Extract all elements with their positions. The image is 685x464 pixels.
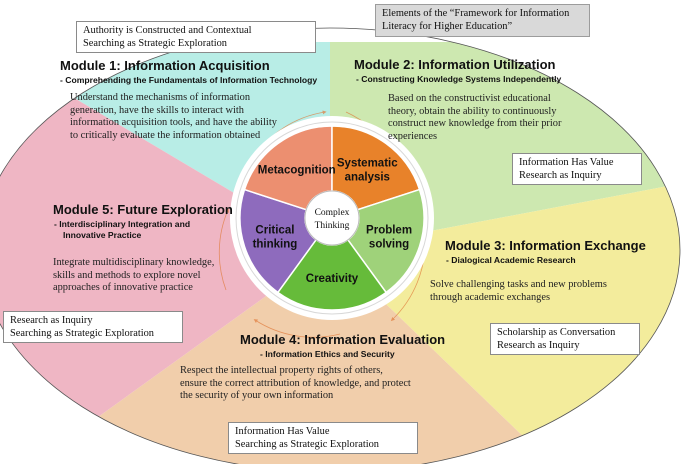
module-1-body-line-4: to critically evaluate the information o… <box>70 129 261 141</box>
module-5-subtitle: - Interdisciplinary Integration and Inno… <box>54 219 190 241</box>
module-5-body-line-1: Integrate multidisciplinary knowledge, <box>53 257 215 268</box>
framework-title-box: Elements of the “Framework for Informati… <box>375 4 590 37</box>
module-5-subtitle-line-2: Innovative Practice <box>63 230 142 240</box>
module-1-body-line-3: information acquisition tools, and have … <box>70 117 277 129</box>
framework-title-line-2: Literacy for Higher Education” <box>382 20 513 32</box>
wheel-center-circle <box>304 190 360 246</box>
module-1-subtitle: - Comprehending the Fundamentals of Info… <box>60 75 318 85</box>
frame-box-m2-line-2: Research as Inquiry <box>519 170 602 181</box>
module-1-body: Understand the mechanisms of information… <box>70 92 320 142</box>
frame-box-m1-line-1: Authority is Constructed and Contextual <box>83 25 252 36</box>
module-3-body-line-1: Solve challenging tasks and new problems <box>430 279 607 290</box>
framework-title-line-1: Elements of the “Framework for Informati… <box>382 8 570 19</box>
module-1-title: Module 1: Information Acquisition <box>60 58 270 73</box>
frame-box-m3-line-1: Scholarship as Conversation <box>497 327 616 338</box>
wheel-label-metacognition-line-1: Metacognition <box>258 164 336 176</box>
wheel-segments <box>239 125 425 311</box>
frame-box-module-1: Authority is Constructed and Contextual … <box>76 21 316 53</box>
module-2-subtitle: - Constructing Knowledge Systems Indepen… <box>356 74 562 84</box>
module-5-subtitle-line-1: - Interdisciplinary Integration and <box>54 219 191 229</box>
wheel-label-creativity-line-1: Creativity <box>306 273 359 285</box>
wheel-label-problem-solving-line-2: solving <box>369 239 409 251</box>
module-2-body-line-3: construct new knowledge from their prior <box>388 118 562 130</box>
wheel-label-problem-solving-line-1: Problem <box>366 225 412 237</box>
module-4-sector <box>80 250 560 464</box>
module-4-body-line-2: ensure the correct attribution of knowle… <box>180 377 411 389</box>
frame-box-m3-line-2: Research as Inquiry <box>497 340 580 351</box>
wheel-label-critical-thinking-line-1: Critical <box>255 225 294 237</box>
module-5-body-line-2: skills and methods to explore novel <box>53 269 201 281</box>
module-5-body: Integrate multidisciplinary knowledge, s… <box>53 257 253 295</box>
center-label-line-1: Complex <box>315 208 350 218</box>
module-2-body: Based on the constructivist educational … <box>388 93 648 143</box>
module-4-body-line-1: Respect the intellectual property rights… <box>180 365 383 376</box>
frame-box-module-2: Information Has Value Research as Inquir… <box>512 153 642 185</box>
frame-box-module-4: Information Has Value Searching as Strat… <box>228 422 418 454</box>
wheel-inner-ring <box>235 121 429 315</box>
frame-box-m5-line-2: Searching as Strategic Exploration <box>10 328 154 339</box>
frame-box-module-3: Scholarship as Conversation Research as … <box>490 323 640 355</box>
outer-oval <box>0 27 681 464</box>
module-1-body-line-1: Understand the mechanisms of information <box>70 92 251 103</box>
module-5-title: Module 5: Future Exploration <box>53 202 233 217</box>
wheel-label-systematic-analysis-line-1: Systematic <box>337 157 398 169</box>
module-4-body: Respect the intellectual property rights… <box>180 365 510 403</box>
frame-box-m1-line-2: Searching as Strategic Exploration <box>83 38 227 49</box>
center-label-line-2: Thinking <box>315 221 350 231</box>
module-4-subtitle: - Information Ethics and Security <box>260 349 395 359</box>
module-3-title: Module 3: Information Exchange <box>445 238 646 253</box>
module-2-body-line-2: theory, obtain the ability to continuous… <box>388 105 557 117</box>
module-2-title: Module 2: Information Utilization <box>354 57 556 72</box>
module-2-body-line-4: experiences <box>388 130 438 142</box>
wheel-label-critical-thinking-line-2: thinking <box>253 239 298 251</box>
module-4-title: Module 4: Information Evaluation <box>240 332 446 347</box>
module-2-body-line-1: Based on the constructivist educational <box>388 93 551 104</box>
wheel-label-systematic-analysis-line-2: analysis <box>345 171 390 183</box>
module-4-body-line-3: the security of your own information <box>180 390 334 402</box>
module-3-body: Solve challenging tasks and new problems… <box>430 279 670 304</box>
module-5-body-line-3: approaches of innovative practice <box>53 282 193 294</box>
frame-box-module-5: Research as Inquiry Searching as Strateg… <box>3 311 183 343</box>
frame-box-m4-line-2: Searching as Strategic Exploration <box>235 439 379 450</box>
module-3-body-line-2: through academic exchanges <box>430 291 551 303</box>
frame-box-m2-line-1: Information Has Value <box>519 157 614 168</box>
frame-box-m5-line-1: Research as Inquiry <box>10 315 93 326</box>
module-3-subtitle: - Dialogical Academic Research <box>446 255 576 265</box>
module-1-body-line-2: generation, have the skills to interact … <box>70 104 244 116</box>
frame-box-m4-line-1: Information Has Value <box>235 426 330 437</box>
